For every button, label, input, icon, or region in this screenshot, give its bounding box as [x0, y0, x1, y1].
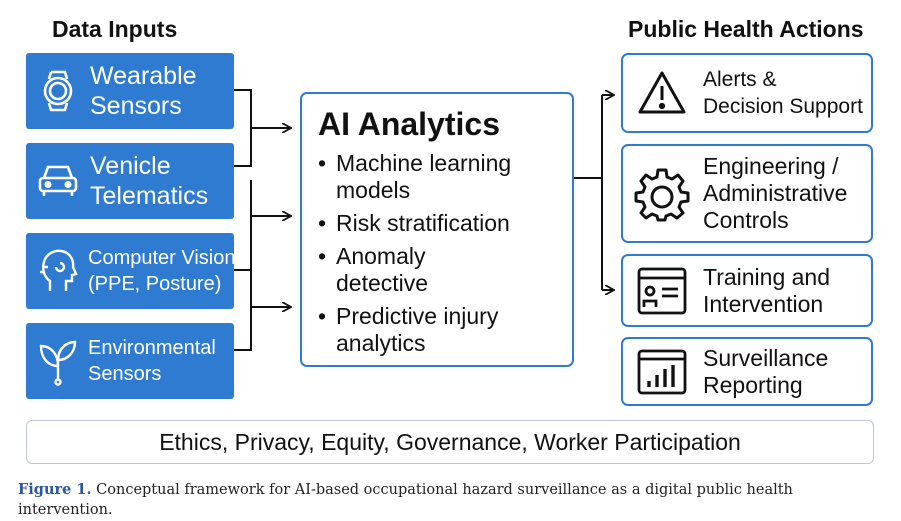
input-line: (PPE, Posture)	[88, 273, 222, 295]
input-line: Wearable	[90, 62, 197, 90]
input-wearable-sensors: Wearable Sensors	[26, 53, 234, 129]
action-line: Training and	[703, 263, 831, 290]
input-vehicle-telematics: Venicle Telematics	[26, 143, 234, 219]
gear-icon	[629, 162, 695, 226]
bar-chart-icon	[629, 340, 695, 404]
public-health-actions-heading: Public Health Actions	[628, 16, 864, 42]
connector-inputs-bottom	[234, 270, 252, 351]
smartwatch-icon	[32, 61, 84, 121]
action-line: Reporting	[703, 371, 803, 398]
input-line: Venicle	[90, 152, 171, 180]
connector-inputs-middle	[234, 180, 252, 271]
input-line: Sensors	[88, 363, 162, 385]
input-line: Environmental	[88, 337, 216, 359]
input-line: Sensors	[90, 92, 182, 120]
id-card-icon	[629, 259, 695, 323]
car-icon	[32, 151, 84, 211]
input-computer-vision: Computer Vision (PPE, Posture)	[26, 233, 236, 309]
action-line: Alerts &	[703, 68, 777, 91]
action-training-intervention: Training and Intervention	[621, 254, 873, 327]
input-environmental-sensors: Environmental Sensors	[26, 323, 234, 399]
figure-caption: Figure 1. Conceptual framework for AI-ba…	[18, 480, 883, 520]
action-line: Controls	[703, 207, 789, 233]
head-icon	[32, 241, 84, 301]
action-line: Intervention	[703, 290, 824, 317]
analytics-list: • Machine learning models • Risk stratif…	[318, 150, 511, 363]
action-line: Surveillance	[703, 344, 829, 371]
list-item: • Anomaly detective	[318, 243, 429, 296]
action-line: Engineering /	[703, 153, 839, 179]
action-surveillance-reporting: Surveillance Reporting	[621, 337, 873, 406]
action-engineering-controls: Engineering / Administrative Controls	[621, 144, 873, 243]
list-item: • Risk stratification	[318, 210, 510, 236]
action-alerts-decision-support: Alerts & Decision Support	[621, 53, 873, 133]
plant-icon	[32, 331, 84, 391]
list-item: • Machine learning models	[318, 150, 512, 203]
ethics-governance-banner: Ethics, Privacy, Equity, Governance, Wor…	[26, 420, 874, 464]
input-line: Telematics	[90, 182, 209, 210]
data-inputs-heading: Data Inputs	[52, 16, 178, 42]
ai-analytics-box: AI Analytics • Machine learning models •…	[300, 92, 574, 367]
figure-caption-text: Conceptual framework for AI-based occupa…	[18, 482, 793, 518]
input-line: Computer Vision	[88, 247, 236, 269]
figure-label: Figure 1.	[18, 481, 92, 498]
action-line: Decision Support	[703, 95, 863, 118]
ai-analytics-title: AI Analytics	[318, 106, 500, 142]
warning-icon	[629, 61, 695, 125]
action-line: Administrative	[703, 180, 848, 206]
connector-inputs-top	[234, 89, 252, 167]
list-item: • Predictive injury analytics	[318, 303, 499, 356]
